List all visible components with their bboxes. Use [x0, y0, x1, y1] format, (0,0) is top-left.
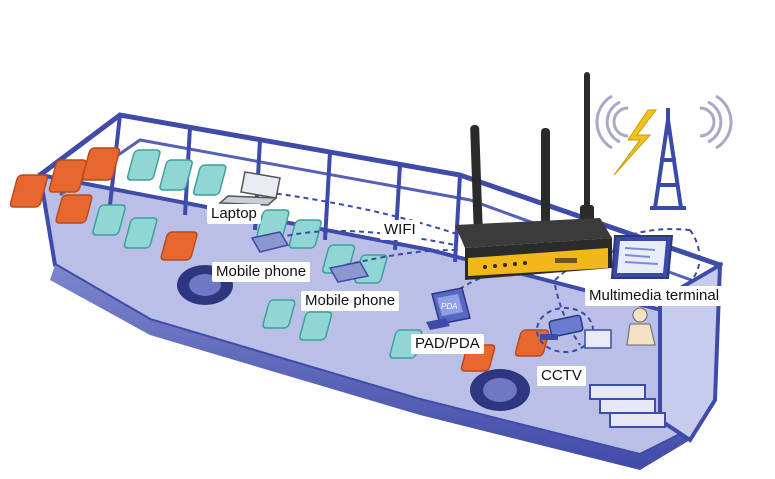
driver-icon — [626, 307, 656, 346]
mobile-phone-icon — [328, 261, 370, 283]
bus-wheels — [177, 265, 530, 411]
router-icon — [455, 72, 612, 280]
label-mobile-phone-2: Mobile phone — [301, 291, 400, 311]
lightning-icon — [613, 109, 658, 176]
mobile-phone-icon — [250, 231, 290, 253]
laptop-icon — [218, 171, 281, 206]
label-mobile-phone-1: Mobile phone — [212, 262, 311, 282]
seat-icon — [9, 147, 550, 372]
cctv-camera-icon — [540, 314, 612, 349]
label-cctv: CCTV — [537, 366, 586, 386]
signal-waves — [595, 94, 733, 150]
label-multimedia-terminal: Multimedia terminal — [585, 286, 724, 306]
label-laptop: Laptop — [207, 204, 261, 224]
pda-device-text: PDA — [441, 302, 457, 311]
antenna-icon — [584, 72, 590, 212]
cell-tower-icon — [650, 108, 686, 210]
bus-front — [658, 261, 723, 443]
pda-icon: PDA — [426, 287, 471, 330]
label-wifi: WIFI — [380, 220, 420, 240]
label-pad-pda: PAD/PDA — [411, 334, 484, 354]
monitor-icon — [610, 235, 674, 279]
bus-steps — [589, 384, 666, 428]
